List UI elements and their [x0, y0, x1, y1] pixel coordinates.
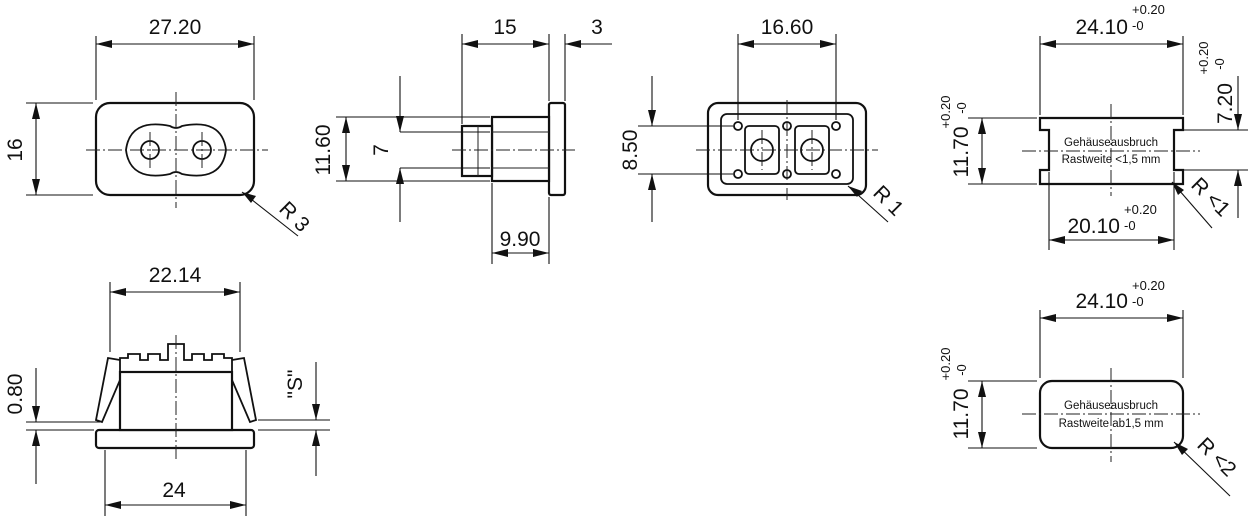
cutout-small-right-tol-upper: +0.20: [1196, 42, 1211, 75]
cutout-large-note-2: Rastweite ab1,5 mm: [1059, 418, 1164, 430]
side-flange-dim: 3: [591, 16, 603, 39]
cutout-small-height-tol-upper: +0.20: [938, 96, 953, 129]
cutout-small-height-tol-lower: -0: [954, 102, 969, 114]
side-view: 15 3 9.90 11.60 7: [312, 16, 612, 264]
side-outer-height-dim: 11.60: [312, 125, 335, 176]
front-radius-label: R 3: [274, 197, 313, 236]
cutout-small-width-tol-lower: -0: [1132, 18, 1144, 33]
bottom-flange-thickness-dim: 0.80: [4, 374, 27, 415]
bottom-panel-label: "S": [284, 370, 307, 399]
cutout-small-radius-label: R <1: [1186, 173, 1234, 221]
cutout-small-right-tol-lower: -0: [1212, 58, 1227, 70]
cutout-large-height-dim: 11.70: [950, 389, 973, 440]
cutout-large-height-tol-lower: -0: [954, 364, 969, 376]
side-body-depth-dim: 9.90: [500, 228, 541, 251]
cutout-large-width-dim: 24.10: [1075, 290, 1128, 313]
cutout-large-radius-label: R <2: [1192, 433, 1240, 481]
side-body: [490, 115, 551, 183]
cutout-large-view: Gehäuseausbruch Rastweite ab1,5 mm 24.10…: [938, 278, 1241, 497]
cutout-small-width-dim: 24.10: [1075, 16, 1128, 39]
front-height-dim: 16: [4, 138, 27, 161]
cutout-small-width-tol-upper: +0.20: [1132, 2, 1165, 17]
cutout-small-view: Gehäuseausbruch Rastweite <1,5 mm 24.10 …: [938, 2, 1248, 250]
front-width-dim: 27.20: [149, 16, 202, 39]
bottom-view: 22.14 24 0.80 "S": [4, 264, 330, 516]
cutout-small-inner-tol-lower: -0: [1124, 218, 1136, 233]
rear-height-dim: 8.50: [619, 130, 642, 171]
side-inner-height-dim: 7: [370, 144, 393, 156]
bottom-base-width-dim: 24: [162, 479, 186, 502]
cutout-large-width-tol-upper: +0.20: [1132, 278, 1165, 293]
cutout-small-height-dim: 11.70: [950, 127, 973, 178]
rear-view: 16.60 8.50 R 1: [619, 16, 908, 223]
bottom-right-latch: [231, 356, 258, 424]
cutout-small-right-height-dim: 7.20: [1214, 83, 1237, 124]
cutout-small-note-1: Gehäuseausbruch: [1064, 137, 1158, 149]
rear-radius-label: R 1: [868, 181, 907, 220]
cutout-small-inner-tol-upper: +0.20: [1124, 202, 1157, 217]
cutout-large-width-tol-lower: -0: [1132, 294, 1144, 309]
bottom-flange: [94, 428, 256, 450]
rear-pin-spacing-dim: 16.60: [761, 16, 814, 39]
bottom-top-width-dim: 22.14: [149, 264, 202, 287]
cutout-large-note-1: Gehäuseausbruch: [1064, 400, 1158, 412]
side-flange: [547, 101, 567, 197]
cutout-large-height-tol-upper: +0.20: [938, 348, 953, 381]
bottom-left-latch: [94, 356, 121, 424]
side-depth-dim: 15: [493, 16, 516, 39]
cutout-small-inner-width-dim: 20.10: [1067, 215, 1120, 238]
front-view: 27.20 16 R 3: [4, 16, 314, 237]
cutout-small-note-2: Rastweite <1,5 mm: [1062, 154, 1161, 166]
front-housing-outline: [94, 101, 256, 197]
